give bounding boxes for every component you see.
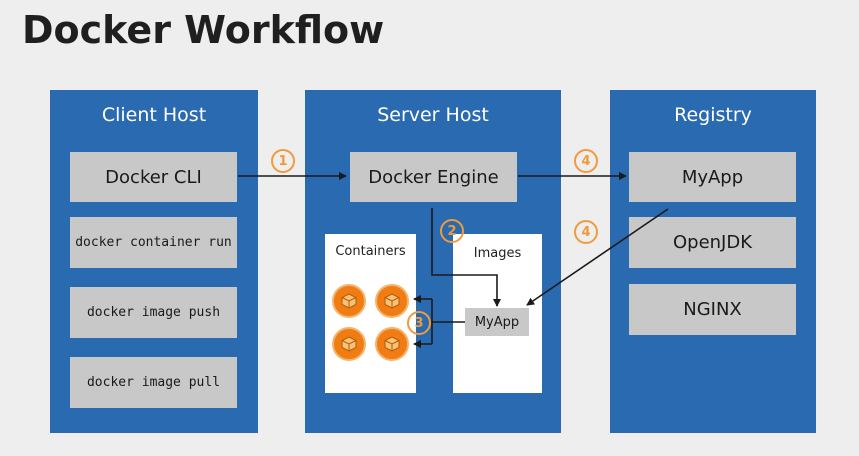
server-host-title: Server Host <box>377 104 489 126</box>
command-container-run[interactable]: docker container run <box>70 217 237 268</box>
images-label: Images <box>473 246 522 261</box>
client-host-panel: Client Host Docker CLI docker container … <box>50 90 258 433</box>
registry-panel: Registry MyApp OpenJDK NGINX <box>610 90 816 433</box>
step-4-marker-bottom: 4 <box>574 220 598 244</box>
registry-item-openjdk[interactable]: OpenJDK <box>629 217 796 268</box>
page-title: Docker Workflow <box>22 8 385 52</box>
container-box-icon <box>332 327 366 361</box>
step-3-marker: 3 <box>407 311 431 335</box>
command-image-push[interactable]: docker image push <box>70 287 237 338</box>
step-1-marker: 1 <box>271 149 295 173</box>
step-2-marker: 2 <box>440 219 464 243</box>
container-box-icon <box>375 284 409 318</box>
container-box-icon <box>375 327 409 361</box>
container-box-icon <box>332 284 366 318</box>
containers-label: Containers <box>335 244 406 259</box>
command-image-pull[interactable]: docker image pull <box>70 357 237 408</box>
step-4-marker-top: 4 <box>574 149 598 173</box>
docker-engine-box[interactable]: Docker Engine <box>350 152 517 202</box>
registry-item-nginx[interactable]: NGINX <box>629 284 796 335</box>
docker-cli-box[interactable]: Docker CLI <box>70 152 237 202</box>
registry-item-myapp[interactable]: MyApp <box>629 152 796 202</box>
image-myapp-box[interactable]: MyApp <box>465 308 529 336</box>
client-host-title: Client Host <box>101 104 207 126</box>
server-host-panel: Server Host Docker Engine Containers Ima… <box>305 90 561 433</box>
registry-title: Registry <box>674 104 752 126</box>
